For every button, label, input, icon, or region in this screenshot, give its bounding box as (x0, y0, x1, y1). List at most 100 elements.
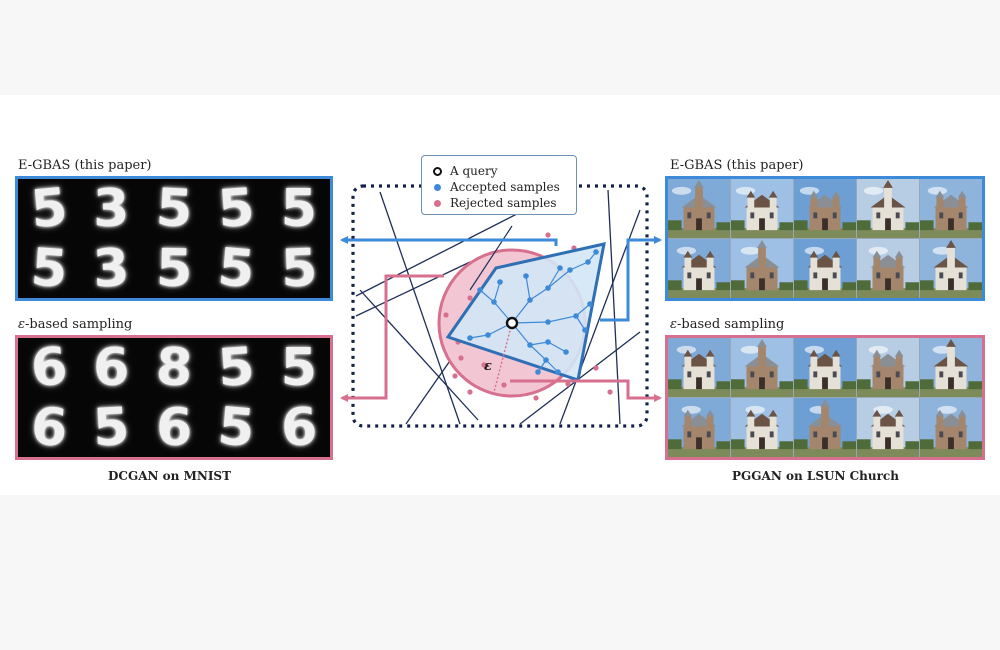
church-grid-bottom (668, 338, 982, 457)
right-epsilon-image-grid (665, 335, 985, 460)
accepted-sample (545, 339, 551, 345)
accepted-sample (573, 313, 579, 319)
legend-item-rejected: Rejected samples (430, 195, 568, 211)
rejected-sample (467, 295, 473, 301)
rejected-samples-inside (458, 295, 507, 388)
partition-line (519, 331, 641, 425)
accepted-sample (497, 279, 503, 285)
accepted-sample (563, 349, 569, 355)
church-image (668, 179, 730, 238)
arrow-rejected-to-right (510, 379, 662, 402)
church-image (920, 398, 982, 457)
accepted-sample (535, 369, 541, 375)
legend: A query Accepted samples Rejected sample… (421, 155, 577, 215)
church-image (668, 338, 730, 397)
rejected-sample (452, 373, 458, 379)
church-image (668, 398, 730, 457)
church-image (794, 239, 856, 298)
right-egbas-image-grid (665, 176, 985, 301)
left-top-title: E-GBAS (this paper) (18, 158, 152, 173)
rejected-samples-outside (443, 232, 613, 401)
accepted-sample (555, 369, 561, 375)
rejected-sample (443, 312, 449, 318)
rejected-sample (545, 232, 551, 238)
query-point (505, 316, 519, 330)
accepted-sample (485, 332, 491, 338)
church-image (731, 398, 793, 457)
blue-dot-icon (433, 183, 441, 191)
accepted-sample (587, 301, 593, 307)
legend-item-accepted: Accepted samples (430, 179, 568, 195)
church-image (731, 179, 793, 238)
accepted-sample (467, 335, 473, 341)
legend-query-label: A query (450, 164, 498, 178)
accepted-sample (545, 319, 551, 325)
right-top-title: E-GBAS (this paper) (670, 158, 804, 173)
accepted-sample (491, 299, 497, 305)
church-image (857, 398, 919, 457)
graph-edge (493, 281, 501, 303)
accepted-sample (527, 342, 533, 348)
church-image (668, 239, 730, 298)
arrow-accepted-to-left (340, 236, 558, 246)
partition-line (359, 289, 479, 421)
accepted-sample (585, 259, 591, 265)
epsilon-symbol: ε (18, 317, 25, 332)
accepted-sample (523, 273, 529, 279)
epsilon-symbol: ε (670, 317, 677, 332)
accepted-samples (467, 249, 599, 375)
church-image (857, 179, 919, 238)
graph-edge (525, 275, 531, 301)
rejected-sample (458, 355, 464, 361)
accepted-sample (582, 327, 588, 333)
accepted-sample (557, 265, 563, 271)
arrow-accepted-to-right (600, 236, 662, 322)
church-image (794, 398, 856, 457)
legend-item-query: A query (430, 163, 568, 179)
graph-edge (511, 303, 591, 324)
church-image (731, 338, 793, 397)
accepted-sample (567, 267, 573, 273)
accepted-sample (527, 297, 533, 303)
epsilon-label: ε (484, 359, 492, 374)
church-image (920, 338, 982, 397)
rejected-sample (501, 382, 507, 388)
pink-dot-icon (433, 199, 441, 207)
left-bottom-title-text: -based sampling (24, 317, 133, 332)
rejected-sample (533, 395, 539, 401)
right-bottom-title-text: -based sampling (676, 317, 785, 332)
accepted-sample (593, 249, 599, 255)
rejected-sample (565, 381, 571, 387)
church-image (731, 239, 793, 298)
rejected-sample (607, 389, 613, 395)
graph-edge (511, 322, 559, 373)
arrow-rejected-to-left (340, 274, 444, 402)
legend-rejected-label: Rejected samples (450, 196, 557, 210)
generated-digit: 5 (280, 338, 317, 398)
church-image (794, 338, 856, 397)
church-grid-top (668, 179, 982, 298)
right-caption: PGGAN on LSUN Church (732, 469, 899, 483)
rejected-sample (481, 362, 487, 368)
church-image (794, 179, 856, 238)
legend-accepted-label: Accepted samples (450, 180, 560, 194)
church-image (857, 338, 919, 397)
query-ring-icon (432, 166, 442, 176)
rejected-sample (593, 365, 599, 371)
church-image (920, 179, 982, 238)
rejected-sample (467, 389, 473, 395)
church-image (857, 239, 919, 298)
partition-line (607, 189, 621, 425)
generated-digit: 5 (280, 179, 317, 239)
right-bottom-title: ε-based sampling (670, 317, 784, 332)
graph-edge (547, 267, 561, 289)
church-image (920, 239, 982, 298)
accepted-sample (545, 285, 551, 291)
accepted-sample (477, 287, 483, 293)
left-caption: DCGAN on MNIST (108, 469, 232, 483)
